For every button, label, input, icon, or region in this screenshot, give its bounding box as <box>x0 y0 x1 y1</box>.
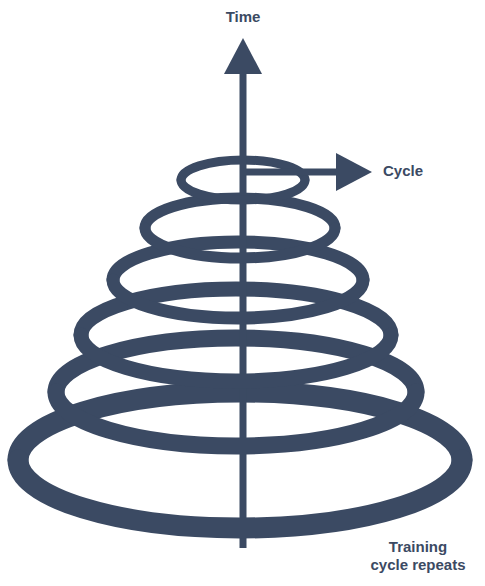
axis-label: Cycle <box>383 162 473 180</box>
axis-label: Time <box>193 8 293 26</box>
time-axis <box>224 38 262 548</box>
caption-note: Training cycle repeats <box>368 538 468 574</box>
spiral-front <box>18 180 462 528</box>
